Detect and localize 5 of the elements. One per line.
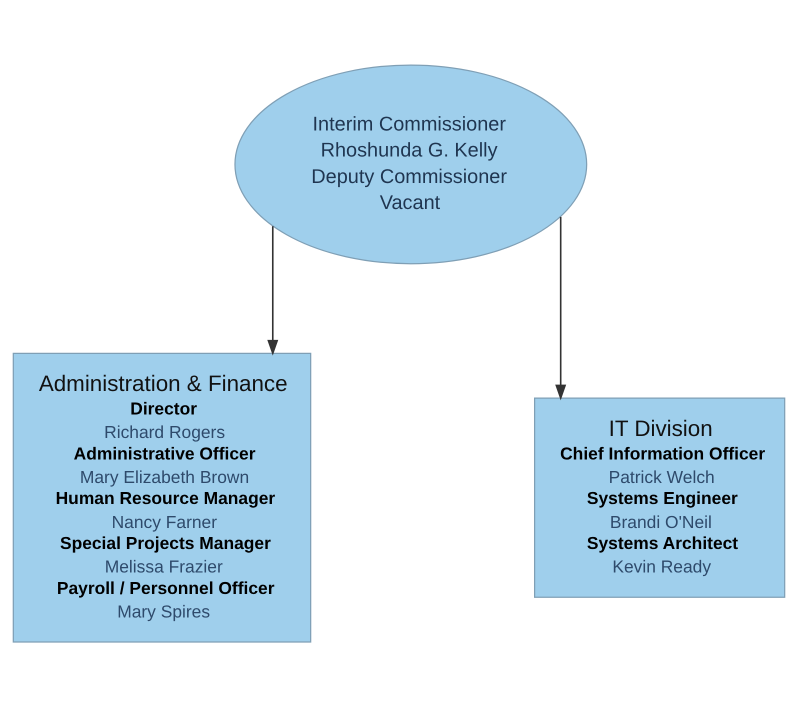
node-ellipse: Interim Commissioner Rhoshunda G. Kelly Deputy Commissioner Vacant (234, 64, 588, 264)
node-box: Administration & Finance Director Richard Rogers Administrative Officer Mary Elizabeth Brown Human Resource Manager Nancy Farner Special Projects Manager Melissa Frazier Payroll / Personnel Officer Mary Spires (12, 352, 312, 643)
arrow (267, 226, 278, 356)
node-box: IT Division Chief Information Officer Patrick Welch Systems Engineer Brandi O'Neil Systems Architect Kevin Ready (534, 398, 786, 598)
arrow (555, 216, 566, 400)
